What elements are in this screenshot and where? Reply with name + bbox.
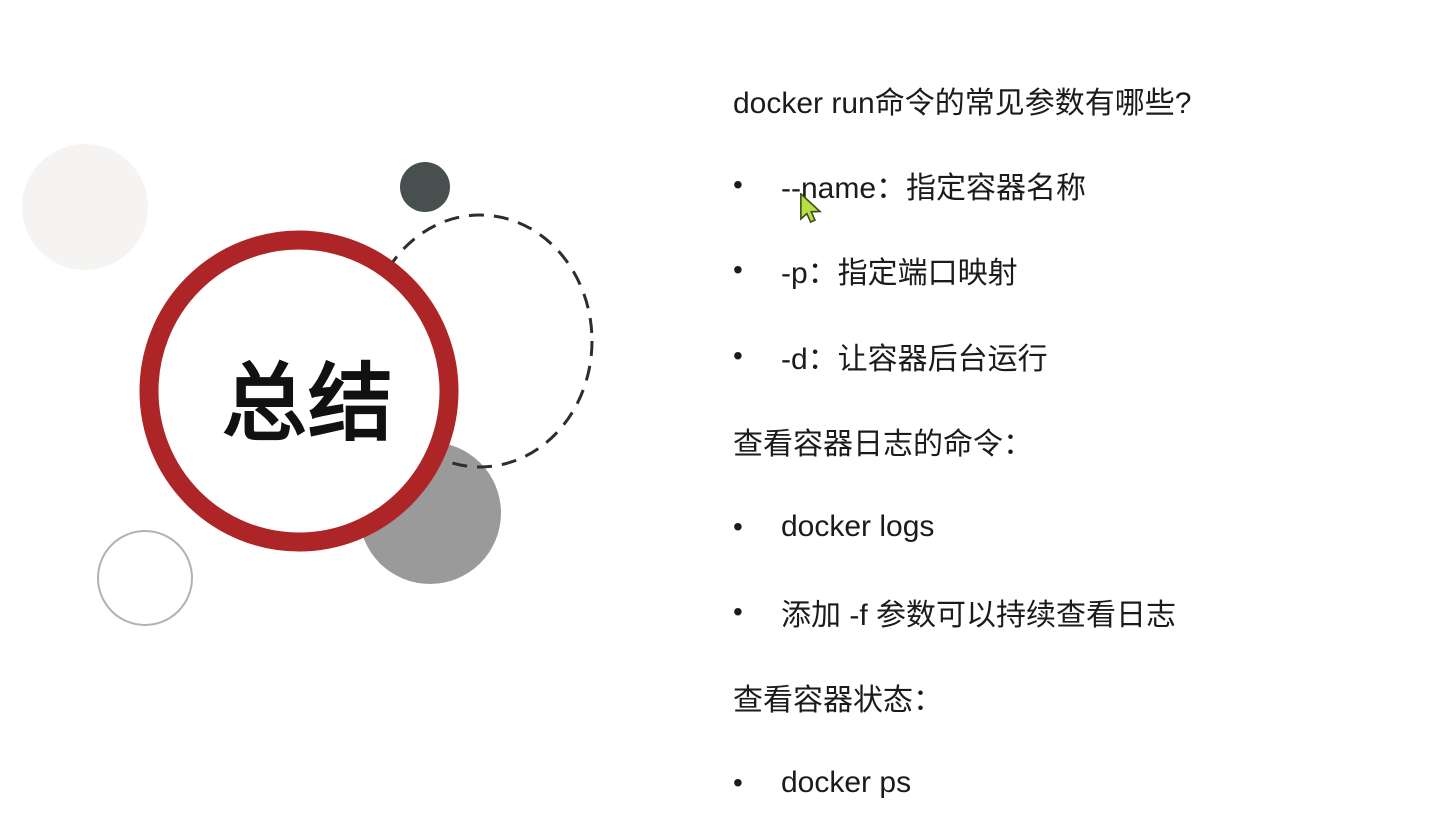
bullet-p-param: • -p：指定端口映射: [733, 228, 1443, 313]
mouse-cursor-icon: [800, 193, 822, 223]
slide-content: docker run命令的常见参数有哪些? • --name：指定容器名称 • …: [733, 57, 1443, 826]
heading-text: 查看容器日志的命令：: [733, 428, 1033, 462]
outlined-circle: [97, 530, 193, 626]
bullet-text: docker ps: [781, 765, 912, 799]
bullet-dot: •: [733, 169, 743, 201]
decor-graphic: [22, 144, 594, 626]
bullet-dot: •: [733, 766, 743, 798]
heading-text: 查看容器状态：: [733, 684, 943, 718]
cursor-arrow: [800, 193, 822, 223]
heading-text: docker run命令的常见参数有哪些?: [733, 86, 1192, 120]
bullet-f-param: • 添加 -f 参数可以持续查看日志: [733, 569, 1443, 654]
heading-container-logs: 查看容器日志的命令：: [733, 399, 1443, 484]
light-circle: [22, 144, 148, 270]
bullet-dot: •: [733, 254, 743, 286]
heading-docker-run-params: docker run命令的常见参数有哪些?: [733, 57, 1443, 142]
bullet-dot: •: [733, 339, 743, 371]
bullet-docker-ps: • docker ps: [733, 740, 1443, 825]
bullet-text: --name：指定容器名称: [781, 172, 1087, 206]
bullet-text: -p：指定端口映射: [781, 257, 1018, 291]
bullet-dot: •: [733, 596, 743, 628]
bullet-text: 添加 -f 参数可以持续查看日志: [781, 599, 1176, 633]
bullet-name-param: • --name：指定容器名称: [733, 142, 1443, 227]
bullet-d-param: • -d：让容器后台运行: [733, 313, 1443, 398]
bullet-text: -d：让容器后台运行: [781, 342, 1048, 376]
dark-circle: [400, 162, 450, 212]
summary-badge-title: 总结: [221, 356, 394, 452]
bullet-docker-logs: • docker logs: [733, 484, 1443, 569]
bullet-text: docker logs: [781, 509, 935, 543]
heading-container-status: 查看容器状态：: [733, 655, 1443, 740]
summary-badge-ring: [139, 230, 459, 552]
bullet-dot: •: [733, 510, 743, 542]
dashed-circle: [366, 213, 594, 469]
